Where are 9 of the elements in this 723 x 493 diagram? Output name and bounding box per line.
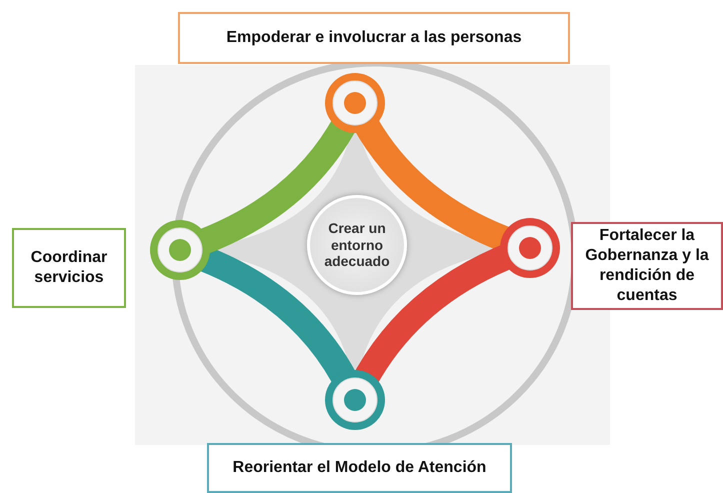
label-box	[207, 443, 512, 493]
center-label: Crear un entorno adecuado	[323, 220, 391, 270]
label-box	[12, 228, 126, 308]
label-box	[178, 12, 570, 64]
label-text: Fortalecer la Gobernanza y la rendición de cuentas	[584, 226, 710, 306]
label-text: Empoderar e involucrar a las personas	[226, 28, 522, 48]
label-text: Reorientar el Modelo de Atención	[232, 458, 486, 478]
label-box	[571, 222, 723, 310]
label-text: Coordinar servicios	[30, 248, 108, 288]
